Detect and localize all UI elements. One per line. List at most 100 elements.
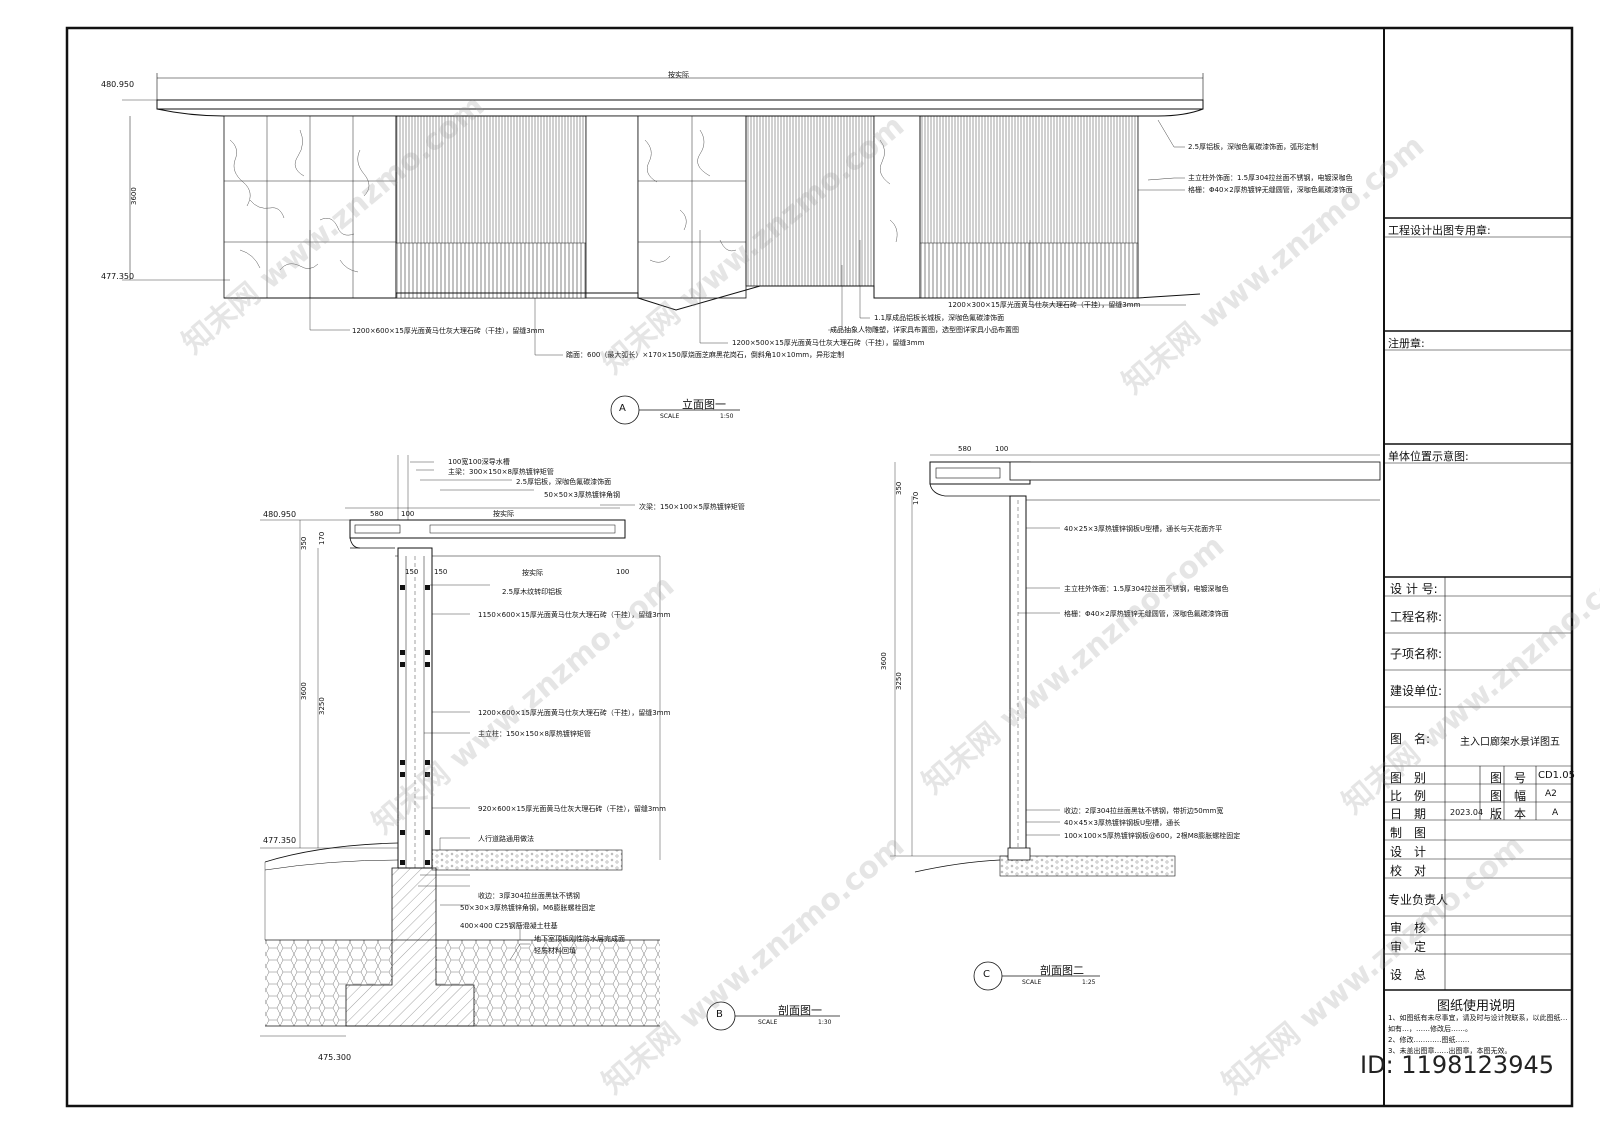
sec-b-dim: 150 <box>405 568 419 576</box>
sec-b-dim: 100 <box>616 568 630 576</box>
sec-b-scale: 1:30 <box>818 1019 832 1026</box>
sec-b-dim: 100 <box>401 510 415 518</box>
elev-a-callout: 1200×600×15厚光面黄马仕灰大理石砖（干挂），留缝3mm <box>352 327 545 335</box>
sec-b-callout: 主梁：300×150×8厚热镀锌矩管 <box>448 468 554 476</box>
sec-b-callout: 轻质材料回填 <box>534 947 576 955</box>
sec-c-scale-label: SCALE <box>1022 979 1042 986</box>
sec-c-callout: 格栅：Φ40×2厚热镀锌无缝圆管，深咖色氟碳漆饰面 <box>1064 610 1229 618</box>
sec-c-dim: 100 <box>995 445 1009 453</box>
sec-b-mid-level: 477.350 <box>263 836 297 845</box>
elev-a-callout: 主立柱外饰面：1.5厚304拉丝面不锈钢，电镀深咖色 <box>1188 174 1353 182</box>
sec-b-dim: 170 <box>318 531 326 545</box>
sec-c-dim: 170 <box>912 491 920 505</box>
sec-b-callout: 400×400 C25钢筋混凝土柱基 <box>460 922 558 930</box>
design-label: 设 计 <box>1390 845 1427 859</box>
usage-title: 图纸使用说明 <box>1437 999 1516 1014</box>
review-label: 审 核 <box>1390 921 1427 935</box>
elev-a-scale: 1:50 <box>720 413 734 420</box>
sec-c-title: 剖面图二 <box>1040 964 1084 977</box>
drawing-name: 主入口廊架水景详图五 <box>1460 737 1560 748</box>
sec-b-dim: 3600 <box>300 682 308 700</box>
sec-b-callout: 1150×600×15厚光面黄马仕灰大理石砖（干挂），留缝3mm <box>478 611 671 619</box>
lead-label: 专业负责人 <box>1388 893 1449 907</box>
sec-b-callout: 50×50×3厚热镀锌角钢 <box>544 491 620 499</box>
elev-a-callout: 踏面：600（最大弧长）×170×150厚烧面芝麻黑花岗石，倒斜角10×10mm… <box>566 351 845 359</box>
sec-b-callout: 主立柱：150×150×8厚热镀锌矩管 <box>478 730 591 738</box>
section-c <box>890 454 1381 991</box>
elev-a-height-dim: 3600 <box>130 187 138 205</box>
number-value: CD1.05 <box>1538 770 1575 781</box>
sec-b-callout: 920×600×15厚光面黄马仕灰大理石砖（干挂），留缝3mm <box>478 805 666 813</box>
sec-b-dim: 3250 <box>318 697 326 715</box>
sec-b-dim: 580 <box>370 510 384 518</box>
sec-b-callout: 2.5厚木纹转印铝板 <box>502 588 563 596</box>
location-label: 单体位置示意图: <box>1388 450 1469 463</box>
stamp-label: 工程设计出图专用章: <box>1388 224 1491 237</box>
elev-a-tag: A <box>619 403 626 414</box>
drawing-name-label: 图 名: <box>1390 732 1431 746</box>
sec-c-callout: 100×100×5厚热镀锌钢板@600，2根M8膨胀螺栓固定 <box>1064 832 1241 840</box>
sec-c-callout: 40×25×3厚热镀锌钢板U型槽，通长与天花面齐平 <box>1064 525 1223 533</box>
section-b <box>260 455 840 1037</box>
sec-b-callout: 100宽100深导水槽 <box>448 458 510 466</box>
elev-a-scale-label: SCALE <box>660 413 680 420</box>
designer-no-label: 设 计 号: <box>1390 582 1438 596</box>
sec-b-callout: 2.5厚铝板，深咖色氟碳漆饰面 <box>516 478 612 486</box>
sec-b-callout: 次梁：150×100×5厚热镀锌矩管 <box>639 503 745 511</box>
sheet-border <box>65 26 1574 1108</box>
elev-a-callout: 格栅：Φ40×2厚热镀锌无缝圆管，深咖色氟碳漆饰面 <box>1188 186 1353 194</box>
sub-item-label: 子项名称: <box>1390 647 1443 661</box>
elev-a-callout: 1200×300×15厚光面黄马仕灰大理石砖（干挂），留缝3mm <box>948 301 1141 309</box>
elev-a-title: 立面图一 <box>682 398 726 411</box>
sec-b-callout: 地下室顶板刚性防水层完成面 <box>534 935 625 943</box>
sec-b-title: 剖面图一 <box>778 1004 822 1017</box>
sec-b-callout: 人行道路通用做法 <box>478 835 534 843</box>
number-label: 图 号 <box>1490 771 1527 785</box>
sec-b-span-2: 按实际 <box>522 569 543 577</box>
elev-a-callout: 1200×500×15厚光面黄马仕灰大理石砖（干挂），留缝3mm <box>732 339 925 347</box>
elev-a-bottom-level: 477.350 <box>101 272 135 281</box>
category-label: 图 别 <box>1390 771 1427 785</box>
sec-c-callout: 40×45×3厚热镀锌钢板U型槽，通长 <box>1064 819 1181 827</box>
size-value: A2 <box>1545 789 1557 799</box>
sec-c-tag: C <box>983 969 990 980</box>
id-label: ID: 1198123945 <box>1360 1051 1554 1079</box>
register-label: 注册章: <box>1388 337 1425 350</box>
sec-b-dim: 350 <box>300 536 308 550</box>
elev-a-callout: 成品抽象人物雕塑，详家具布置图，选型图详家具小品布置图 <box>830 326 1019 334</box>
elevation-a <box>122 73 1204 425</box>
elev-a-top-level: 480.950 <box>101 80 135 89</box>
sec-b-span-1: 按实际 <box>493 510 514 518</box>
sec-b-dim: 150 <box>434 568 448 576</box>
sec-b-callout: 50×30×3厚热镀锌角钢，M6膨胀螺栓固定 <box>460 904 596 912</box>
elev-a-callout: 1.1厚成品铝板长城板，深咖色氟碳漆饰面 <box>874 314 1005 322</box>
sec-c-dim: 350 <box>895 481 903 495</box>
size-label: 图 幅 <box>1490 789 1527 803</box>
sec-b-tag: B <box>716 1009 723 1020</box>
usage-note: 如有…，……修改后……。 <box>1388 1025 1472 1033</box>
sec-c-dim: 580 <box>958 445 972 453</box>
usage-note: 3、未盖出图章……出图章，本图无效。 <box>1388 1047 1512 1055</box>
drawn-label: 制 图 <box>1390 826 1427 840</box>
chief-label: 设 总 <box>1390 968 1427 982</box>
approve-label: 审 定 <box>1390 940 1427 954</box>
usage-note: 2、修改…………图纸…… <box>1388 1036 1470 1044</box>
check-label: 校 对 <box>1390 864 1427 878</box>
sec-b-callout: 1200×600×15厚光面黄马仕灰大理石砖（干挂），留缝3mm <box>478 709 671 717</box>
sec-b-top-level: 480.950 <box>263 510 297 519</box>
elev-a-callout: 2.5厚铝板，深咖色氟碳漆饰面，弧形定制 <box>1188 143 1319 151</box>
date-label: 日 期 <box>1390 807 1427 821</box>
elev-a-overall-dim: 按实际 <box>668 71 689 79</box>
sec-c-dim: 3250 <box>895 672 903 690</box>
project-name-label: 工程名称: <box>1390 610 1443 624</box>
sec-c-scale: 1:25 <box>1082 979 1096 986</box>
title-block-grid <box>1384 217 1572 991</box>
sec-b-bottom-level: 475.300 <box>318 1053 352 1062</box>
version-value: A <box>1552 808 1559 818</box>
date-value: 2023.04 <box>1450 808 1484 817</box>
sec-c-dim: 3600 <box>880 652 888 670</box>
sec-b-scale-label: SCALE <box>758 1019 778 1026</box>
ratio-label: 比 例 <box>1390 789 1427 803</box>
sec-c-callout: 收边：2厚304拉丝面黑钛不锈钢，带折边50mm宽 <box>1064 807 1224 815</box>
